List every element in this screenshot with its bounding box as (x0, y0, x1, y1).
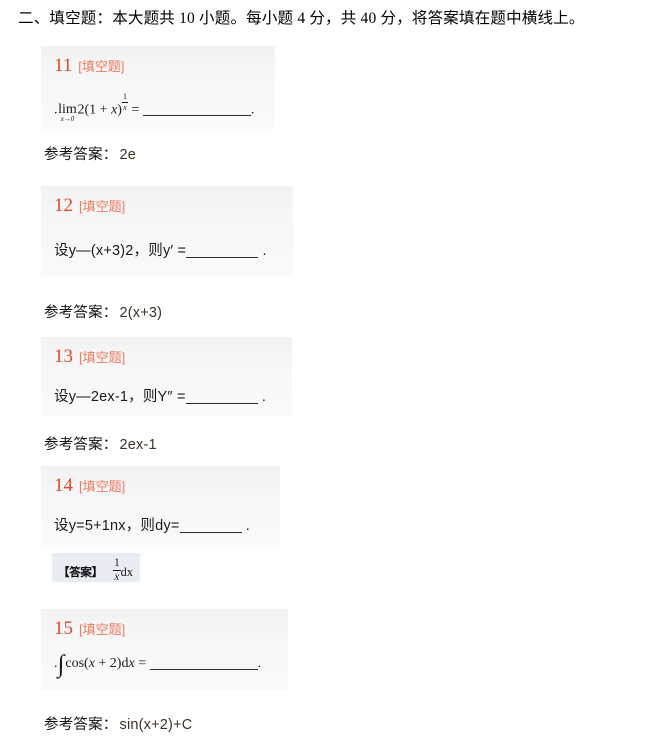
answer-blank[interactable] (179, 532, 242, 533)
fraction: 1 x (113, 557, 121, 584)
question-stem-14: 设y=5+1nx，则dy= . (54, 514, 250, 535)
question-header-14: 14 [填空题] (54, 475, 125, 497)
stem-variable: x (111, 102, 118, 118)
fraction: 1 x (121, 92, 128, 113)
fraction-numerator: 1 (121, 92, 128, 104)
fraction-denominator: x (114, 571, 120, 584)
answer-blank[interactable] (185, 403, 258, 404)
question-card-14: 14 [填空题] 设y=5+1nx，则dy= . (41, 466, 280, 545)
question-number: 11 (54, 55, 73, 76)
reference-answer-13: 参考答案：2ex-1 (44, 433, 157, 454)
question-tag: [填空题] (79, 199, 126, 214)
stem-trailing-dot: . (261, 389, 267, 405)
answer-label: 参考答案： (44, 437, 118, 453)
stem-variable: x (88, 656, 95, 671)
question-tag: [填空题] (79, 350, 126, 365)
question-tag: [填空题] (78, 59, 125, 74)
question-number: 13 (54, 346, 73, 367)
question-number: 14 (54, 475, 73, 496)
question-tag: [填空题] (79, 479, 126, 494)
differential-suffix: dx (120, 565, 133, 580)
stem-prefix: 设y—(x+3)2，则y′ = (54, 243, 187, 259)
answer-value-math: 1 x dx (110, 557, 133, 583)
boxed-answer-14: 【答案】 1 x dx (52, 553, 140, 583)
exponent-fraction: 1 x (121, 92, 128, 113)
stem-trailing-dot: . (250, 102, 255, 118)
differential-d: d (121, 656, 129, 671)
answer-label: 参考答案： (44, 717, 118, 733)
stem-trailing-dot: . (262, 243, 267, 259)
stem-lead-dot: . (54, 102, 58, 118)
section-heading: 二、填空题：本大题共 10 小题。每小题 4 分，共 40 分，将答案填在题中横… (18, 10, 585, 27)
question-header-15: 15 [填空题] (54, 618, 125, 640)
question-number: 12 (54, 195, 73, 216)
question-stem-15: .∫cos(x + 2)dx = . (54, 651, 262, 678)
answer-value: 2ex-1 (119, 437, 157, 453)
fraction-denominator: x (123, 103, 127, 113)
answer-blank[interactable] (149, 669, 258, 670)
question-card-15: 15 [填空题] .∫cos(x + 2)dx = . (41, 609, 288, 690)
question-header-11: 11 [填空题] (54, 55, 125, 77)
reference-answer-15: 参考答案：sin(x+2)+C (44, 713, 192, 734)
stem-equals: = (138, 656, 147, 671)
question-stem-12: 设y—(x+3)2，则y′ = . (54, 239, 267, 260)
limit-subscript: x→0 (60, 115, 75, 124)
stem-coefficient: 2(1 + (77, 102, 112, 118)
question-card-11: 11 [填空题] . lim x→0 2(1 + x) 1 x = . (41, 46, 275, 129)
stem-close-paren: ) (117, 102, 122, 118)
answer-value: 2(x+3) (119, 305, 163, 321)
stem-prefix: 设y=5+1nx，则dy= (54, 518, 180, 534)
stem-trailing-dot: . (245, 518, 250, 534)
stem-prefix: 设y—2ex-1，则Y″ = (54, 389, 186, 405)
fraction-numerator: 1 (113, 557, 121, 572)
stem-trailing-dot: . (257, 656, 262, 671)
answer-label: 参考答案： (44, 147, 118, 163)
stem-integrand: cos( (65, 656, 89, 671)
answer-label: 参考答案： (44, 305, 118, 321)
question-number: 15 (54, 618, 73, 639)
question-header-13: 13 [填空题] (54, 346, 125, 368)
stem-equals: = (131, 102, 140, 118)
question-header-12: 12 [填空题] (54, 195, 125, 217)
answer-label: 【答案】 (58, 567, 103, 580)
answer-value: sin(x+2)+C (119, 717, 193, 733)
question-stem-11: . lim x→0 2(1 + x) 1 x = . (54, 92, 255, 123)
answer-blank[interactable] (142, 115, 251, 117)
stem-plus-term: + 2) (94, 656, 122, 671)
differential-variable: x (128, 656, 135, 671)
question-card-12: 12 [填空题] 设y—(x+3)2，则y′ = . (41, 186, 293, 276)
answer-blank[interactable] (186, 257, 259, 258)
reference-answer-12: 参考答案：2(x+3) (44, 301, 162, 322)
limit-lim-label: lim (58, 102, 77, 118)
stem-lead-dot: . (54, 656, 58, 671)
question-tag: [填空题] (79, 622, 126, 637)
limit-operator: lim x→0 (58, 102, 78, 123)
answer-value: 2e (119, 147, 137, 163)
question-card-13: 13 [填空题] 设y—2ex-1，则Y″ = . (41, 337, 292, 416)
question-stem-13: 设y—2ex-1，则Y″ = . (54, 385, 266, 406)
reference-answer-11: 参考答案：2e (44, 143, 136, 164)
